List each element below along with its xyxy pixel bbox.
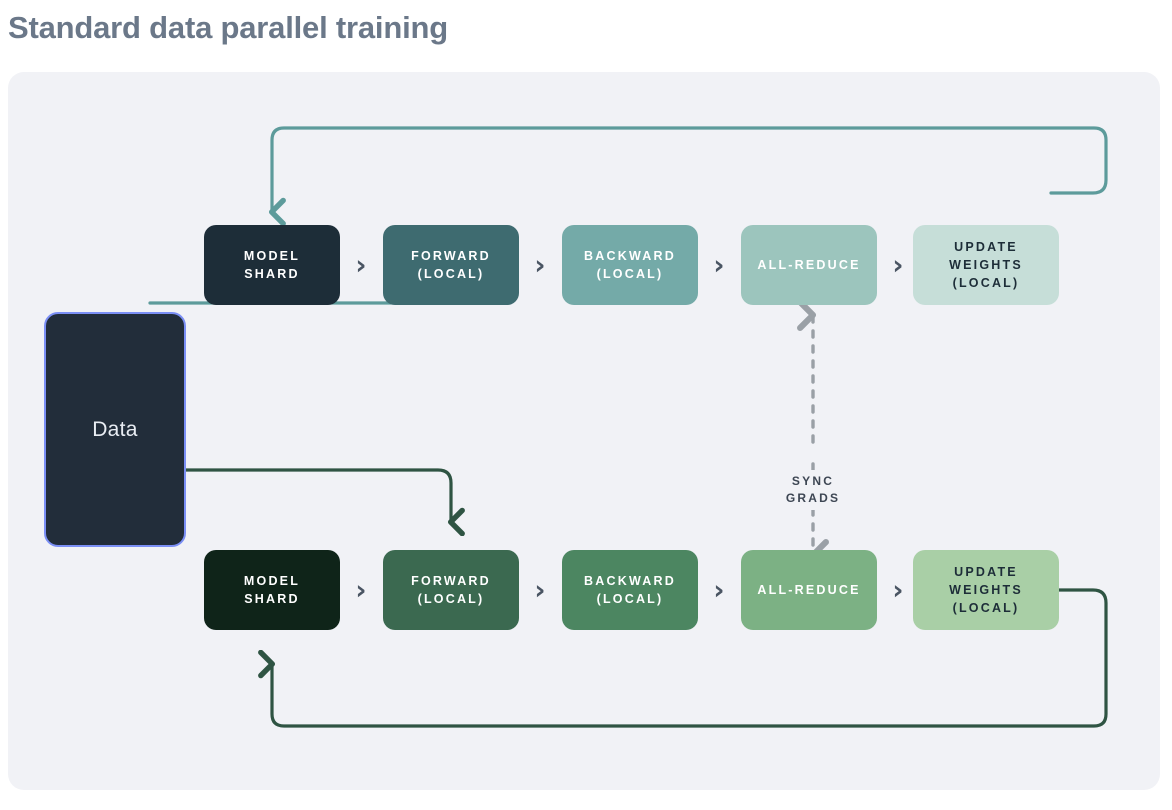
data-node-label: Data	[92, 417, 138, 441]
wire-data-to-worker1-forward	[148, 468, 451, 522]
chevron-right-icon: ›	[355, 574, 367, 606]
worker0-stage-all-reduce[interactable]: ALL-REDUCE	[741, 225, 877, 305]
worker1-stage-update-weights-label: UPDATE WEIGHTS (LOCAL)	[949, 564, 1023, 616]
worker0-stage-update-weights-label: UPDATE WEIGHTS (LOCAL)	[949, 239, 1023, 291]
worker0-stage-forward-label: FORWARD (LOCAL)	[411, 248, 491, 281]
worker0-stage-update-weights[interactable]: UPDATE WEIGHTS (LOCAL)	[913, 225, 1059, 305]
chevron-right-icon: ›	[534, 249, 546, 281]
worker1-stage-model-shard[interactable]: MODEL SHARD	[204, 550, 340, 630]
sync-grads-label: SYNC GRADS	[743, 470, 883, 510]
data-node[interactable]: Data	[44, 312, 186, 547]
worker1-stage-update-weights[interactable]: UPDATE WEIGHTS (LOCAL)	[913, 550, 1059, 630]
worker1-stage-all-reduce[interactable]: ALL-REDUCE	[741, 550, 877, 630]
chevron-right-icon: ›	[892, 249, 904, 281]
page-title: Standard data parallel training	[8, 10, 448, 45]
worker0-stage-backward[interactable]: BACKWARD (LOCAL)	[562, 225, 698, 305]
worker0-stage-forward[interactable]: FORWARD (LOCAL)	[383, 225, 519, 305]
worker1-stage-forward[interactable]: FORWARD (LOCAL)	[383, 550, 519, 630]
wire-worker0-weight-loop	[272, 126, 1108, 212]
worker1-stage-backward-label: BACKWARD (LOCAL)	[584, 573, 676, 606]
worker1-stage-model-shard-label: MODEL SHARD	[243, 573, 301, 606]
chevron-right-icon: ›	[534, 574, 546, 606]
worker0-stage-backward-label: BACKWARD (LOCAL)	[584, 248, 676, 281]
chevron-right-icon: ›	[713, 574, 725, 606]
worker1-stage-forward-label: FORWARD (LOCAL)	[411, 573, 491, 606]
worker1-stage-backward[interactable]: BACKWARD (LOCAL)	[562, 550, 698, 630]
worker0-stage-all-reduce-label: ALL-REDUCE	[757, 257, 861, 272]
chevron-right-icon: ›	[892, 574, 904, 606]
chevron-right-icon: ›	[355, 249, 367, 281]
worker1-stage-all-reduce-label: ALL-REDUCE	[757, 582, 861, 597]
chevron-right-icon: ›	[713, 249, 725, 281]
worker0-stage-model-shard[interactable]: MODEL SHARD	[204, 225, 340, 305]
worker0-stage-model-shard-label: MODEL SHARD	[243, 248, 301, 281]
diagram-canvas: Data MODEL SHARD › FORWARD (LOCAL) › BAC…	[8, 72, 1160, 790]
